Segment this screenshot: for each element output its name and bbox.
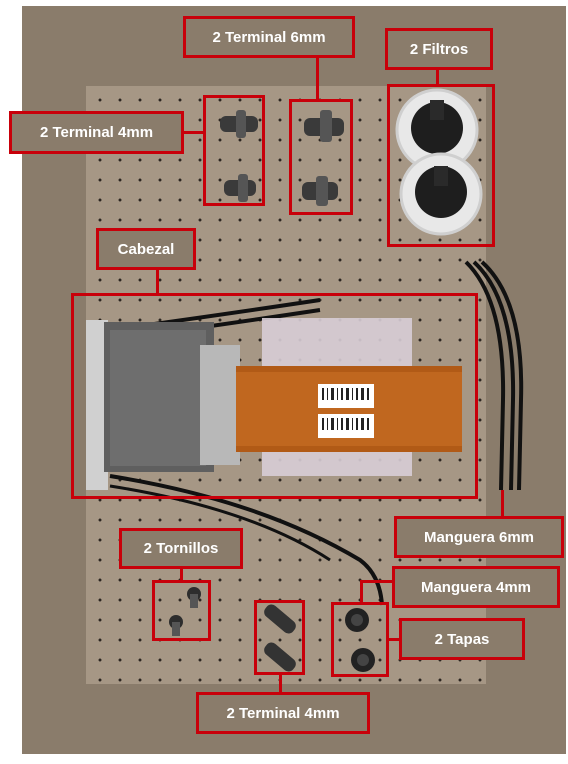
label-terminal-4mm-top: 2 Terminal 4mm (9, 111, 184, 154)
terminal-6mm-parts (302, 110, 344, 206)
hose-6mm-b (472, 260, 516, 491)
leader-manguera-4mm-h (360, 580, 394, 583)
screws-parts (169, 587, 201, 636)
leader-filtros (436, 70, 439, 85)
hose-4mm (109, 474, 384, 606)
leader-terminal-6mm (316, 56, 319, 100)
box-terminal-6mm (289, 99, 353, 215)
box-cabezal (71, 293, 478, 499)
leader-terminal-4mm-top (182, 131, 204, 134)
box-tapas (331, 602, 389, 677)
box-filtros (387, 84, 495, 247)
terminal-4mm-bottom-parts (264, 604, 296, 672)
box-tornillos (152, 580, 211, 641)
leader-terminal-4mm-bottom (279, 674, 282, 692)
box-terminal-4mm-bottom (254, 600, 305, 675)
filter-discs (395, 88, 483, 236)
hose-4mm-b (109, 484, 331, 562)
label-terminal-6mm: 2 Terminal 6mm (183, 16, 355, 58)
hose-6mm-c (480, 260, 524, 491)
box-terminal-4mm-top (203, 95, 265, 206)
label-cabezal: Cabezal (96, 228, 196, 270)
label-tapas: 2 Tapas (399, 618, 525, 660)
print-head (86, 318, 462, 490)
hose-6mm (464, 260, 506, 491)
label-tornillos: 2 Tornillos (119, 528, 243, 569)
label-manguera-4mm: Manguera 4mm (392, 566, 560, 608)
caps-parts (345, 608, 375, 672)
label-manguera-6mm: Manguera 6mm (394, 516, 564, 558)
label-terminal-4mm-bottom: 2 Terminal 4mm (196, 692, 370, 734)
label-filtros: 2 Filtros (385, 28, 493, 70)
leader-manguera-4mm-v (360, 582, 363, 602)
terminal-4mm-top-parts (220, 110, 258, 202)
leader-tornillos (180, 567, 183, 581)
leader-tapas (388, 638, 401, 641)
leader-manguera-6mm (501, 490, 504, 518)
leader-cabezal (156, 268, 159, 294)
